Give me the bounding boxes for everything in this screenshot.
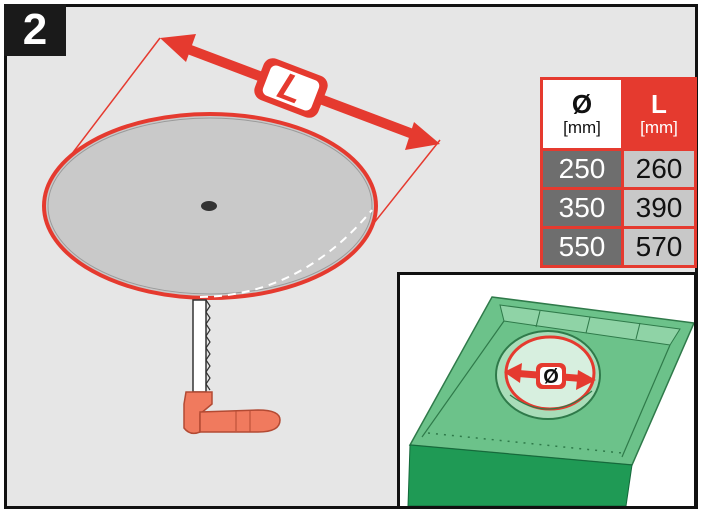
diameter-cell: 350 (541, 187, 624, 228)
length-cell: 570 (622, 226, 696, 267)
table-row: 250 260 (541, 148, 696, 189)
diameter-symbol: Ø (571, 89, 593, 119)
cut-line (199, 209, 373, 298)
length-header: L [mm] (622, 78, 696, 150)
size-table: Ø [mm] L [mm] 250 260 350 390 550 570 (540, 77, 697, 268)
length-cell: 260 (622, 148, 696, 189)
length-symbol: L (651, 89, 667, 119)
diameter-arrow: Ø (504, 363, 596, 390)
measure-line-right (369, 139, 441, 229)
saw-icon (183, 299, 281, 435)
table-row: 350 390 (541, 187, 696, 228)
diameter-cell: 550 (541, 226, 624, 267)
step-badge: 2 (4, 4, 66, 56)
table-row: 550 570 (541, 226, 696, 267)
length-arrow: L (160, 34, 440, 150)
length-cell: 390 (622, 187, 696, 228)
roof-flashing-illustration: Ø (407, 296, 696, 507)
diameter-unit: [mm] (563, 118, 601, 137)
length-unit: [mm] (640, 118, 678, 137)
center-hole (201, 201, 217, 211)
roof-disc (42, 112, 378, 300)
inset-roof-illustration: Ø (397, 272, 697, 509)
diameter-cell: 250 (541, 148, 624, 189)
diameter-header: Ø [mm] (541, 78, 624, 150)
diameter-label: Ø (543, 366, 559, 388)
